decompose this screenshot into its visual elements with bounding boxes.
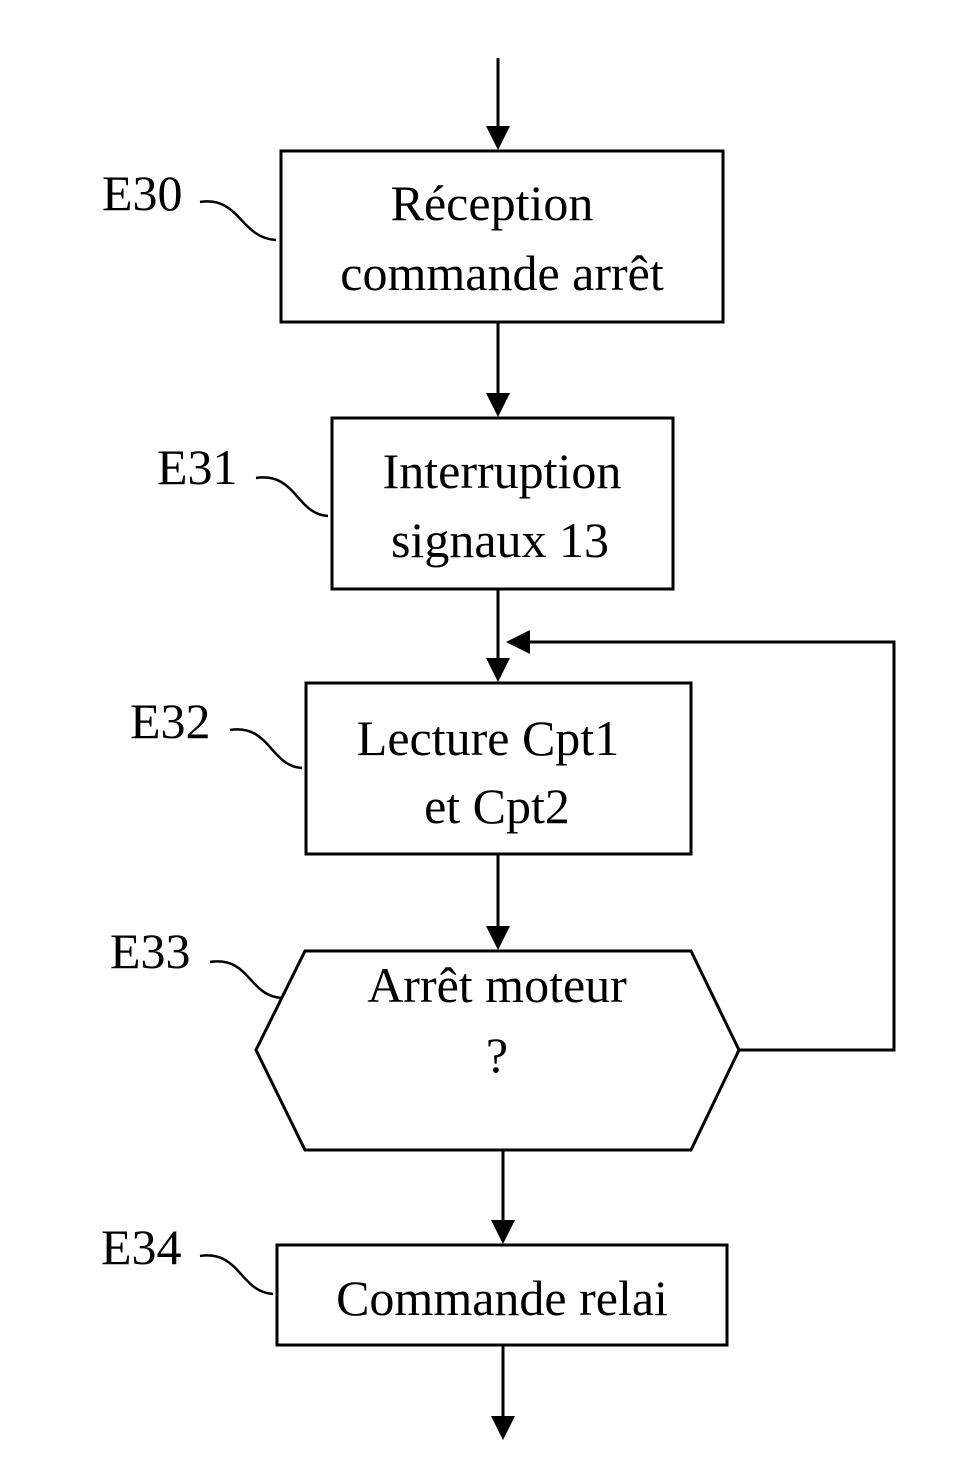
step-e34-ref-label: E34 xyxy=(101,1219,182,1275)
step-e33-hexagon xyxy=(254,949,741,1152)
step-e33-leader xyxy=(209,960,283,1000)
step-e31-line2: signaux 13 xyxy=(391,512,609,568)
step-e30-box xyxy=(279,149,725,324)
step-e31-line1: Interruption xyxy=(383,443,622,499)
step-e34-box xyxy=(275,1243,729,1347)
step-e30-ref-label: E30 xyxy=(102,165,183,221)
step-e32-line1: Lecture Cpt1 xyxy=(357,710,619,766)
arrow-e30-e31 xyxy=(486,322,510,417)
arrow-end xyxy=(491,1346,515,1440)
step-e32-leader xyxy=(229,728,303,770)
step-e30: Réception commande arrêt E30 xyxy=(102,149,725,324)
step-e31-box xyxy=(330,416,675,591)
step-e33-line1: Arrêt moteur xyxy=(367,957,627,1013)
step-e33-ref-label: E33 xyxy=(110,923,191,979)
step-e31-ref-label: E31 xyxy=(157,439,238,495)
step-e34: Commande relai E34 xyxy=(101,1219,729,1347)
step-e31-leader xyxy=(255,476,329,518)
step-e34-leader xyxy=(199,1254,274,1296)
arrow-e33-e34 xyxy=(491,1150,515,1244)
step-e33-line2: ? xyxy=(486,1027,508,1083)
arrow-e32-e33 xyxy=(486,855,510,950)
step-e33: Arrêt moteur ? E33 xyxy=(110,923,741,1152)
arrow-start xyxy=(486,58,510,150)
arrow-loop-back xyxy=(506,630,896,1052)
step-e32-line2: et Cpt2 xyxy=(424,778,570,834)
step-e34-line1: Commande relai xyxy=(336,1270,668,1326)
step-e31: Interruption signaux 13 E31 xyxy=(157,416,675,591)
step-e30-leader xyxy=(199,200,277,242)
step-e32-box xyxy=(304,681,693,856)
step-e32: Lecture Cpt1 et Cpt2 E32 xyxy=(130,681,693,856)
step-e30-line1: Réception xyxy=(391,175,594,231)
step-e32-ref-label: E32 xyxy=(130,693,211,749)
arrow-e31-e32 xyxy=(486,589,510,682)
step-e30-line2: commande arrêt xyxy=(340,245,664,301)
